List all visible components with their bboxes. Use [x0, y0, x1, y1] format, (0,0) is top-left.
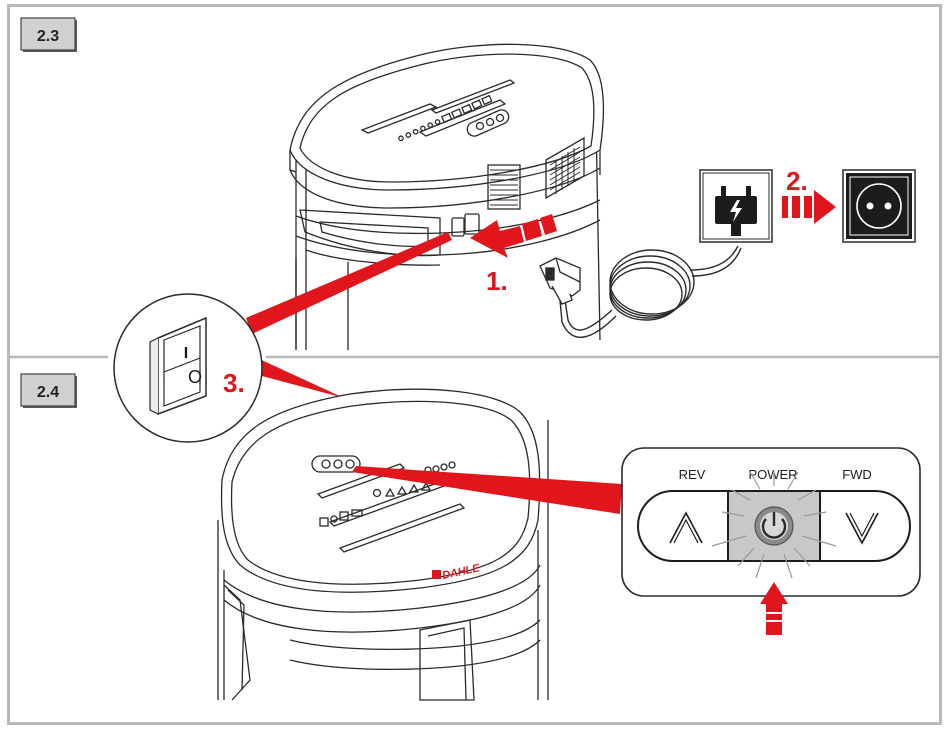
control-panel-callout: REV POWER FWD	[621, 447, 921, 597]
outer-frame	[7, 4, 942, 725]
power-glow-rays	[711, 470, 837, 579]
press-arrow	[760, 582, 788, 635]
step-2-arrow	[782, 190, 836, 224]
plug-icon	[699, 169, 773, 243]
switch-off-mark: O	[188, 367, 202, 387]
section-badge-2-3: 2.3	[20, 17, 77, 52]
forward-chevron-icon	[845, 512, 879, 545]
shredder-rear-view	[289, 43, 605, 350]
rev-label: REV	[679, 467, 706, 482]
step-3-label: 3.	[223, 368, 245, 398]
step-2-label: 2.	[786, 166, 808, 196]
power-cable	[559, 245, 742, 338]
switch-callout-beam	[246, 232, 452, 398]
section-label-2-3: 2.3	[37, 28, 59, 45]
fwd-label: FWD	[842, 467, 872, 482]
section-label-2-4: 2.4	[37, 384, 59, 401]
shredder-front-view	[217, 388, 549, 701]
socket-icon	[842, 169, 916, 243]
reverse-chevron-icon	[669, 511, 703, 544]
power-label: POWER	[748, 467, 797, 482]
iec-connector	[539, 257, 581, 305]
step-1-arrow	[470, 214, 557, 258]
panel-callout-beam	[352, 466, 622, 514]
section-badge-2-4: 2.4	[20, 373, 77, 408]
rocker-switch-callout: I O	[113, 293, 263, 443]
switch-on-mark: I	[184, 345, 188, 362]
step-1-label: 1.	[486, 266, 508, 296]
